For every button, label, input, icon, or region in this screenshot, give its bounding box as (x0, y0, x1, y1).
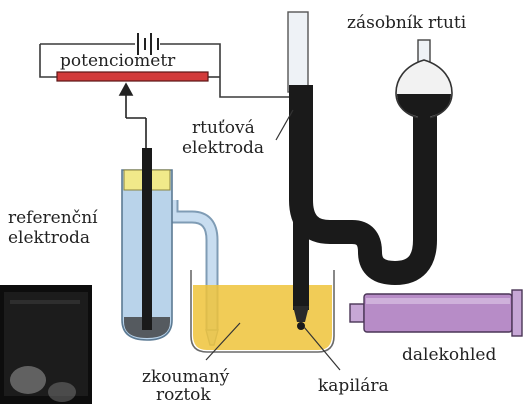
reservoir-mercury (397, 94, 451, 117)
reference-internal-electrode (142, 148, 152, 330)
mercury-reservoir (396, 40, 452, 127)
mercury-reservoir-label: zásobník rtuti (347, 13, 467, 33)
telescope-eyepiece (350, 304, 364, 322)
reference-electrode-label-line1: referenční (8, 208, 98, 228)
test-solution-label-line1: zkoumaný (142, 367, 230, 387)
mercury-electrode-system (288, 12, 425, 330)
mercury-electrode-label-line1: rtuťová (192, 118, 255, 138)
capillary-label: kapilára (318, 376, 389, 396)
telescope (350, 290, 522, 336)
potentiometer-label: potenciometr (60, 51, 176, 71)
mercury-electrode-label-line2: elektroda (182, 138, 264, 158)
telescope-front-ring (512, 290, 522, 336)
capillary-tube (293, 200, 309, 310)
potentiometer-bar (57, 72, 208, 81)
telescope-label: dalekohled (402, 345, 496, 365)
potentiometer-slider-arrow (120, 84, 146, 148)
capillary-upper-glass (288, 12, 308, 92)
test-solution-label-line2: roztok (156, 385, 211, 404)
mercury-drop (297, 322, 305, 330)
test-solution (193, 285, 332, 350)
reference-electrode-label-line2: elektroda (8, 228, 90, 248)
photo-fragment (0, 285, 92, 404)
